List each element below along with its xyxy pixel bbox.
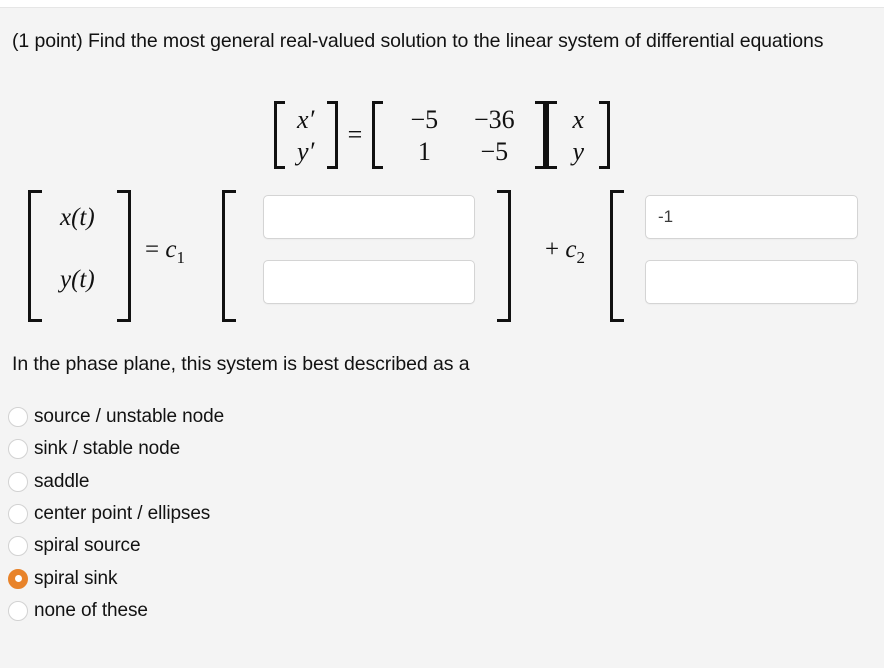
radio-icon[interactable] <box>8 600 28 621</box>
option-center-point-ellipses[interactable]: center point / ellipses <box>8 498 508 530</box>
derivative-x: x′ <box>297 105 315 134</box>
derivative-y: y′ <box>297 137 315 166</box>
bracket-left-icon <box>546 101 559 169</box>
solution-bracket-right-icon <box>115 190 131 322</box>
bracket-left-icon <box>372 101 385 169</box>
c2-bracket-left-icon <box>610 190 626 322</box>
bracket-left-icon <box>273 101 287 169</box>
state-vector-entries: x y <box>559 101 597 169</box>
matrix-cell-r2c2: −5 <box>480 137 509 166</box>
c1-subscript: 1 <box>176 248 185 267</box>
option-label: source / unstable node <box>34 406 225 428</box>
option-saddle[interactable]: saddle <box>8 466 508 498</box>
option-label: saddle <box>34 470 90 492</box>
radio-icon[interactable] <box>8 407 28 428</box>
option-sink-stable-node[interactable]: sink / stable node <box>8 433 508 465</box>
bracket-right-icon <box>325 101 338 169</box>
equals-c1-label: = c1 <box>145 236 185 268</box>
option-none-of-these[interactable]: none of these <box>8 595 508 627</box>
radio-icon-selected[interactable] <box>8 568 28 589</box>
matrix-cell-r2c1: 1 <box>417 137 431 166</box>
state-y: y <box>572 137 585 166</box>
radio-icon[interactable] <box>8 471 28 492</box>
matrix-cell-r1c2: −36 <box>473 105 515 134</box>
equals-sign: = <box>347 120 363 149</box>
system-equation: x′ y′ = −5 −36 1 −5 x <box>0 101 884 169</box>
phase-plane-options: source / unstable node sink / stable nod… <box>8 401 508 627</box>
solution-answer-row: x(t) y(t) = c1 + c2 <box>0 190 884 322</box>
option-label: center point / ellipses <box>34 503 211 525</box>
option-label: spiral source <box>34 535 141 557</box>
solution-y-label: y(t) <box>60 266 95 293</box>
plus-c2-label: + c2 <box>545 236 585 268</box>
c1-bracket-left-icon <box>222 190 238 322</box>
option-source-unstable-node[interactable]: source / unstable node <box>8 401 508 433</box>
coefficient-matrix-entries: −5 −36 1 −5 <box>385 101 533 169</box>
solution-bracket-left-icon <box>28 190 44 322</box>
solution-x-label: x(t) <box>60 204 95 231</box>
radio-icon[interactable] <box>8 504 28 525</box>
c1-symbol: c <box>165 236 177 263</box>
phase-plane-prompt: In the phase plane, this system is best … <box>12 353 470 375</box>
c2-subscript: 2 <box>576 248 585 267</box>
c1-bracket-right-icon <box>495 190 511 322</box>
option-label: sink / stable node <box>34 438 181 460</box>
state-x: x <box>572 105 585 134</box>
option-label: none of these <box>34 599 148 621</box>
c2-row1-input[interactable] <box>645 195 858 239</box>
derivative-vector: x′ y′ <box>273 101 338 169</box>
radio-icon[interactable] <box>8 439 28 460</box>
page-top-strip <box>0 0 884 8</box>
coefficient-matrix: −5 −36 1 −5 <box>372 101 547 169</box>
bracket-right-icon <box>597 101 611 169</box>
derivative-vector-entries: x′ y′ <box>287 101 325 169</box>
state-vector: x y <box>546 101 611 169</box>
plus-sign: + <box>545 236 560 263</box>
c1-row1-input[interactable] <box>263 195 475 239</box>
equals-sign: = <box>145 236 160 263</box>
c2-symbol: c <box>565 236 577 263</box>
c2-row2-input[interactable] <box>645 260 858 304</box>
option-label: spiral sink <box>34 567 118 589</box>
option-spiral-sink[interactable]: spiral sink <box>8 562 508 594</box>
radio-icon[interactable] <box>8 536 28 557</box>
bracket-right-icon <box>533 101 547 169</box>
matrix-cell-r1c1: −5 <box>410 105 439 134</box>
c1-row2-input[interactable] <box>263 260 475 304</box>
problem-statement: (1 point) Find the most general real-val… <box>12 30 824 52</box>
option-spiral-source[interactable]: spiral source <box>8 530 508 562</box>
